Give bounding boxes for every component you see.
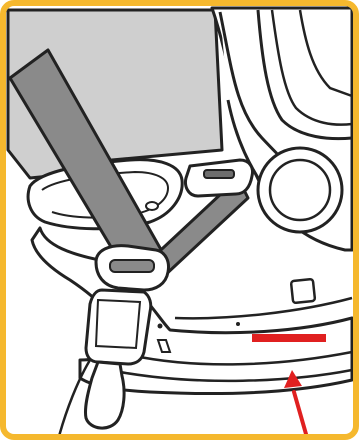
base-square-detail [291, 279, 315, 303]
seat-base-contour [175, 298, 352, 318]
base-dot-2 [236, 322, 240, 326]
lock-off-slot [204, 170, 234, 178]
belt-guide-wheel-inner [270, 160, 330, 220]
buckle-latch-slot [110, 260, 154, 272]
seat-base [32, 228, 352, 394]
lap-pad-dimple [146, 202, 158, 210]
base-dot-1 [158, 324, 163, 329]
red-indicator-line [252, 334, 326, 342]
